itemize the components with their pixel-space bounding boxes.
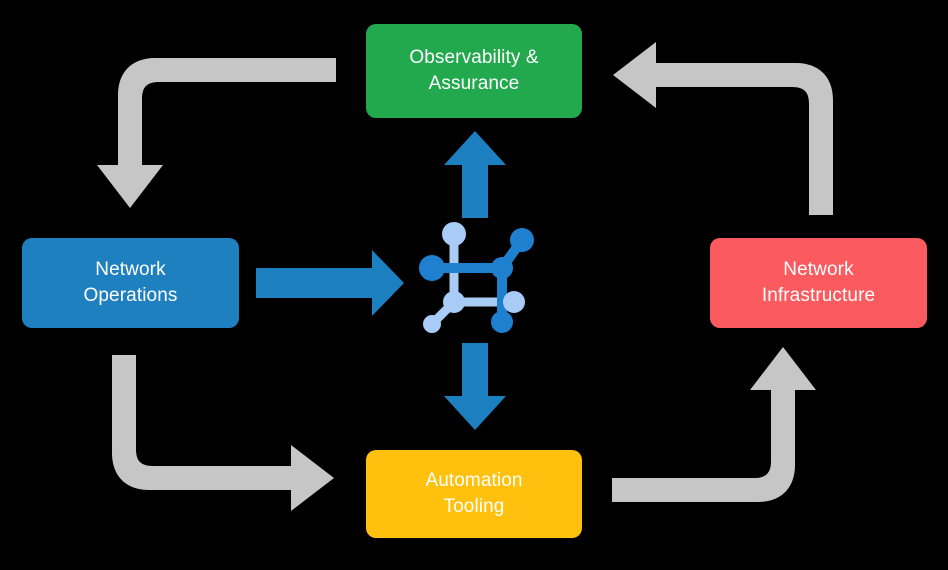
node-network-operations-label-line2: Operations	[83, 285, 178, 306]
accent-arrow-center-to-automation	[444, 343, 506, 430]
flow-arrow-operations-to-automation	[112, 355, 334, 511]
topology-links-secondary	[427, 229, 507, 329]
topology-nodes	[419, 222, 534, 333]
flow-arrow-automation-to-infrastructure	[612, 347, 816, 502]
node-observability-label-line1: Observability &	[409, 47, 539, 69]
node-network-infrastructure-label: Network Infrastructure	[762, 257, 875, 308]
flow-arrow-infrastructure-to-observability	[613, 42, 833, 215]
accent-arrow-center-to-observability	[444, 131, 506, 218]
network-topology-icon	[419, 222, 534, 333]
flow-arrow-observability-to-operations	[97, 58, 336, 208]
node-network-infrastructure[interactable]: Network Infrastructure	[710, 238, 927, 328]
node-automation-tooling[interactable]: Automation Tooling	[366, 450, 582, 538]
node-observability-assurance[interactable]: Observability & Assurance	[366, 24, 582, 118]
node-network-infrastructure-label-line1: Network	[783, 259, 854, 281]
node-network-operations-label-line1: Network	[95, 259, 166, 281]
node-network-infrastructure-label-line2: Infrastructure	[761, 285, 876, 306]
node-automation-tooling-label-line2: Tooling	[443, 496, 505, 517]
node-observability-label: Observability & Assurance	[409, 45, 538, 96]
accent-arrow-operations-to-center	[256, 250, 404, 316]
node-automation-tooling-label-line1: Automation	[425, 470, 523, 492]
node-network-operations[interactable]: Network Operations	[22, 238, 239, 328]
node-automation-tooling-label: Automation Tooling	[425, 468, 522, 519]
node-observability-label-line2: Assurance	[428, 73, 520, 94]
node-network-operations-label: Network Operations	[84, 257, 178, 308]
